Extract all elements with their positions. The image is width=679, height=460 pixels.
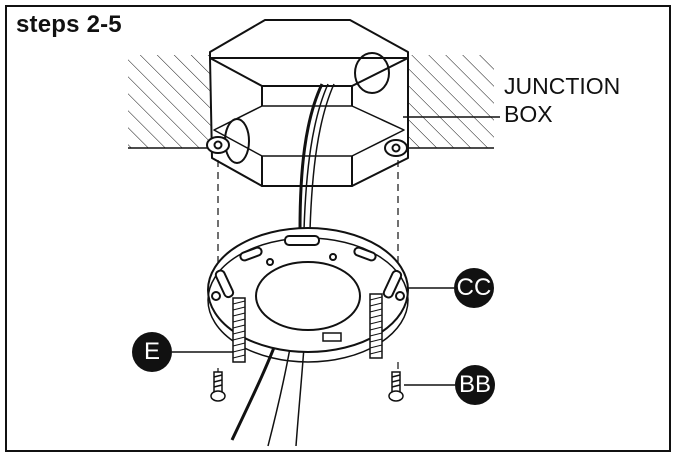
diagram-title: steps 2-5 — [16, 11, 122, 38]
callout-badge-bb: BB — [455, 365, 495, 405]
diagram-frame — [5, 5, 671, 452]
callout-badge-cc: CC — [454, 268, 494, 308]
leader-lines — [172, 116, 500, 386]
mounting-bracket — [207, 227, 409, 363]
threaded-screw-left — [232, 297, 246, 363]
ceiling-left — [128, 55, 213, 149]
junction-box-label-line1: JUNCTION — [504, 73, 621, 99]
bracket-screw-right — [388, 371, 404, 402]
junction-box — [206, 19, 409, 187]
callout-badge-e: E — [132, 332, 172, 372]
ceiling-right — [408, 55, 494, 149]
bracket-screw-left — [210, 371, 226, 402]
threaded-screw-right — [369, 293, 383, 359]
junction-box-label-line2: BOX — [504, 101, 553, 127]
